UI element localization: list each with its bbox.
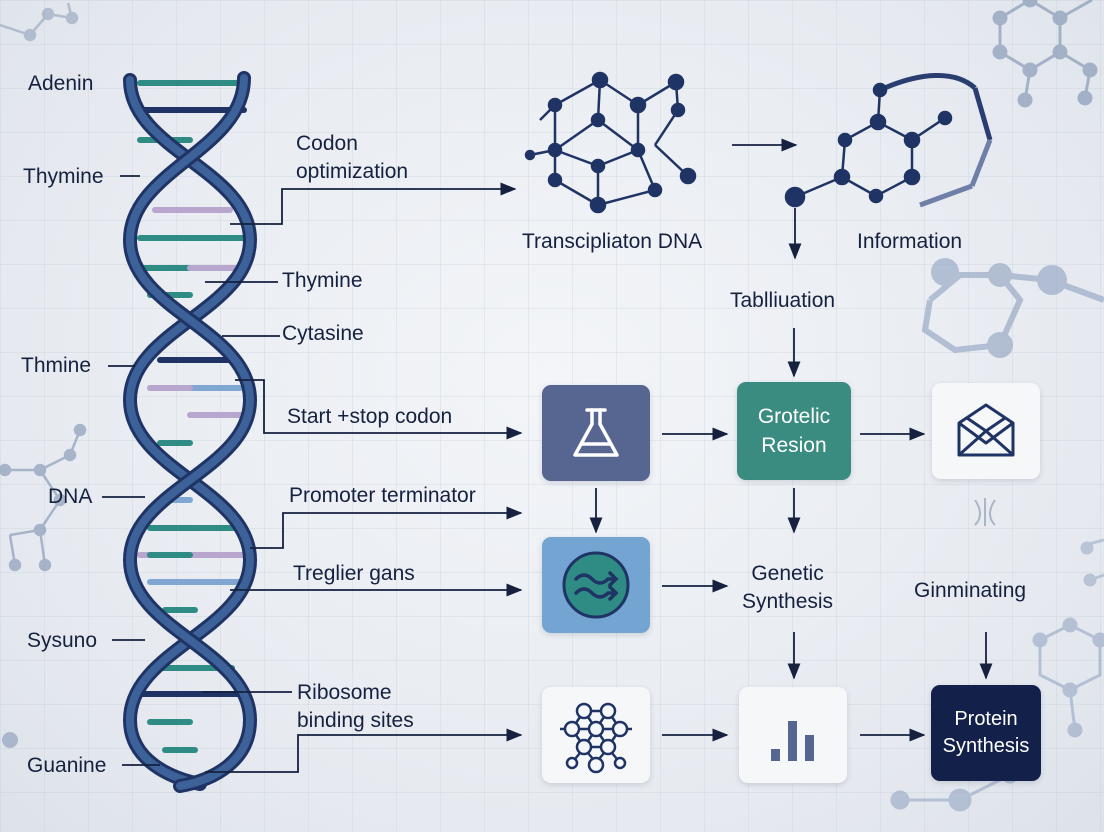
flask-icon <box>573 408 619 457</box>
ribosome-line2: binding sites <box>297 709 414 732</box>
label-sysuno: Sysuno <box>27 629 98 652</box>
label-tabulation: Tablliuation <box>730 289 836 312</box>
bar-chart-box <box>739 687 847 783</box>
label-start-stop-codon: Start +stop codon <box>287 405 453 428</box>
label-codon-optimization: Codon optimization <box>296 130 408 186</box>
background-molecule-top-left <box>0 2 79 42</box>
label-thmine: Thmine <box>21 354 92 377</box>
small-glyph-decoration <box>974 498 996 526</box>
network-box <box>542 687 650 783</box>
wave-box <box>542 537 650 633</box>
left-leader-lines <box>102 175 160 766</box>
codon-line2: optimization <box>296 160 409 183</box>
envelope-icon <box>957 403 1015 457</box>
protein-synthesis-box: Protein Synthesis <box>931 685 1041 781</box>
label-cytasine: Cytasine <box>282 322 364 345</box>
label-transcription-dna: Transcipliaton DNA <box>522 230 703 253</box>
genetic-line1: Genetic <box>751 562 824 585</box>
label-promoter-terminator: Promoter terminator <box>289 484 476 507</box>
label-guanine: Guanine <box>27 754 107 777</box>
background-molecule-right-middle <box>921 258 1104 358</box>
label-ginminating: Ginminating <box>914 579 1027 602</box>
ribosome-line1: Ribosome <box>297 681 392 704</box>
flask-box <box>542 385 650 481</box>
dna-helix <box>122 71 258 793</box>
label-thymine-middle: Thymine <box>282 269 363 292</box>
background-molecule-left-bottom <box>2 732 18 748</box>
label-thymine-left: Thymine <box>23 165 104 188</box>
label-ribosome-binding-sites: Ribosome binding sites <box>297 679 414 735</box>
middle-leader-lines <box>202 182 523 773</box>
bar-chart-icon <box>771 721 814 761</box>
background-molecule-right-bottom <box>890 617 1104 812</box>
background-molecule-left-middle <box>0 423 87 572</box>
flow-arrows <box>589 138 993 742</box>
protein-line1: Protein <box>954 708 1018 730</box>
grotelic-resion-box: Grotelic Resion <box>737 382 851 480</box>
label-adenin: Adenin <box>28 72 94 95</box>
wave-arrows-icon <box>562 551 630 619</box>
label-genetic-synthesis: Genetic Synthesis <box>742 560 833 616</box>
network-hexagons-icon <box>560 702 632 774</box>
background-molecule-right-edge <box>1080 538 1104 587</box>
grotelic-line2: Resion <box>761 434 827 457</box>
label-dna: DNA <box>48 485 93 508</box>
label-treglier-gans: Treglier gans <box>293 562 415 585</box>
pentagon-molecule-icon <box>784 72 993 208</box>
molecule-structure-icon <box>524 71 697 214</box>
grotelic-line1: Grotelic <box>757 405 831 428</box>
envelope-box <box>932 383 1040 479</box>
genetic-line2: Synthesis <box>742 590 834 613</box>
background-molecule-top-right <box>992 0 1098 108</box>
protein-line2: Synthesis <box>942 735 1030 757</box>
label-information: Information <box>857 230 963 253</box>
codon-line1: Codon <box>296 132 358 155</box>
protein-synthesis-text: Protein Synthesis <box>943 706 1030 760</box>
grotelic-resion-text: Grotelic Resion <box>758 402 830 460</box>
